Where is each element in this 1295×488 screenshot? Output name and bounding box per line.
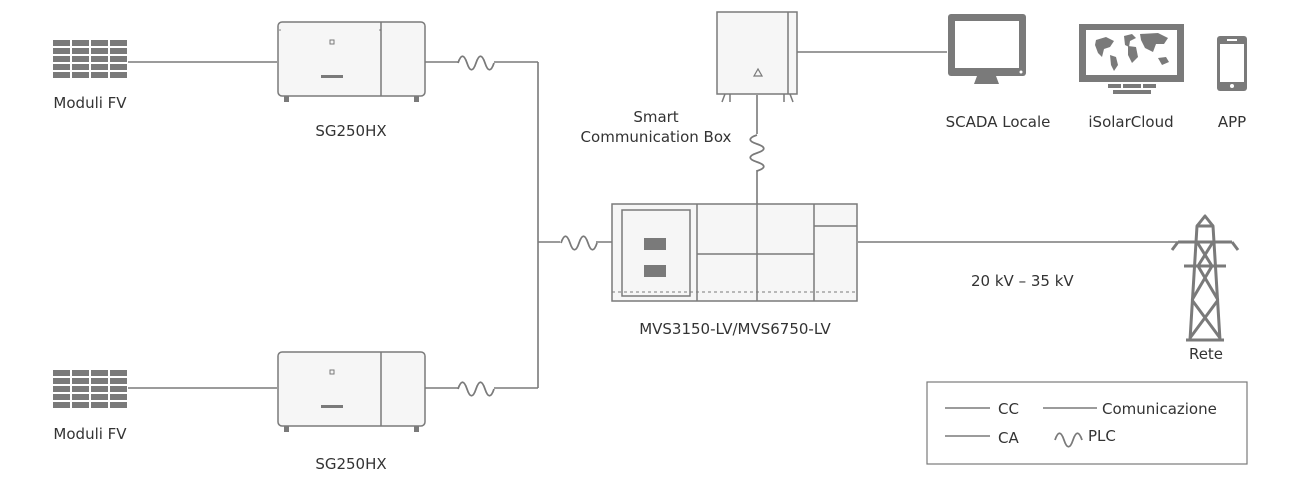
- legend-plc-swatch: [1054, 432, 1083, 448]
- voltage-label: 20 kV – 35 kV: [971, 272, 1074, 290]
- scada-label: SCADA Locale: [945, 113, 1051, 131]
- plc-wave-icon: [457, 54, 495, 71]
- inverter-icon: [277, 351, 426, 432]
- plc-wave-icon: [560, 234, 598, 251]
- inverter-icon: [277, 21, 426, 102]
- inverter-label-top: SG250HX: [315, 122, 387, 140]
- world-map-screen-icon: [1079, 24, 1184, 94]
- plc-wave-icon: [748, 134, 766, 172]
- solar-panel-icon: [53, 40, 127, 78]
- smartphone-icon: [1217, 36, 1247, 91]
- pv-label-bottom: Moduli FV: [53, 425, 127, 443]
- inverter-label-bottom: SG250HX: [315, 455, 387, 473]
- pv-label-top: Moduli FV: [53, 94, 127, 112]
- medium-voltage-station-icon: [611, 203, 858, 302]
- grid-label: Rete: [1188, 345, 1224, 363]
- legend-dc-label: CC: [998, 400, 1019, 418]
- legend-communication-label: Comunicazione: [1102, 400, 1217, 418]
- legend-ac-label: CA: [998, 429, 1019, 447]
- plc-wave-icon: [457, 380, 495, 397]
- solar-panel-icon: [53, 370, 127, 408]
- legend-plc-label: PLC: [1088, 427, 1116, 445]
- mvs-label: MVS3150-LV/MVS6750-LV: [639, 320, 831, 338]
- comm-box-label-line2: Communication Box: [580, 128, 732, 146]
- monitor-icon: [948, 14, 1026, 84]
- communication-box-icon: [716, 11, 798, 103]
- cloud-label: iSolarCloud: [1088, 113, 1174, 131]
- transmission-tower-icon: [1170, 214, 1240, 342]
- legend-box: [926, 381, 1248, 465]
- comm-box-label-line1: Smart: [633, 108, 679, 126]
- app-label: APP: [1217, 113, 1247, 131]
